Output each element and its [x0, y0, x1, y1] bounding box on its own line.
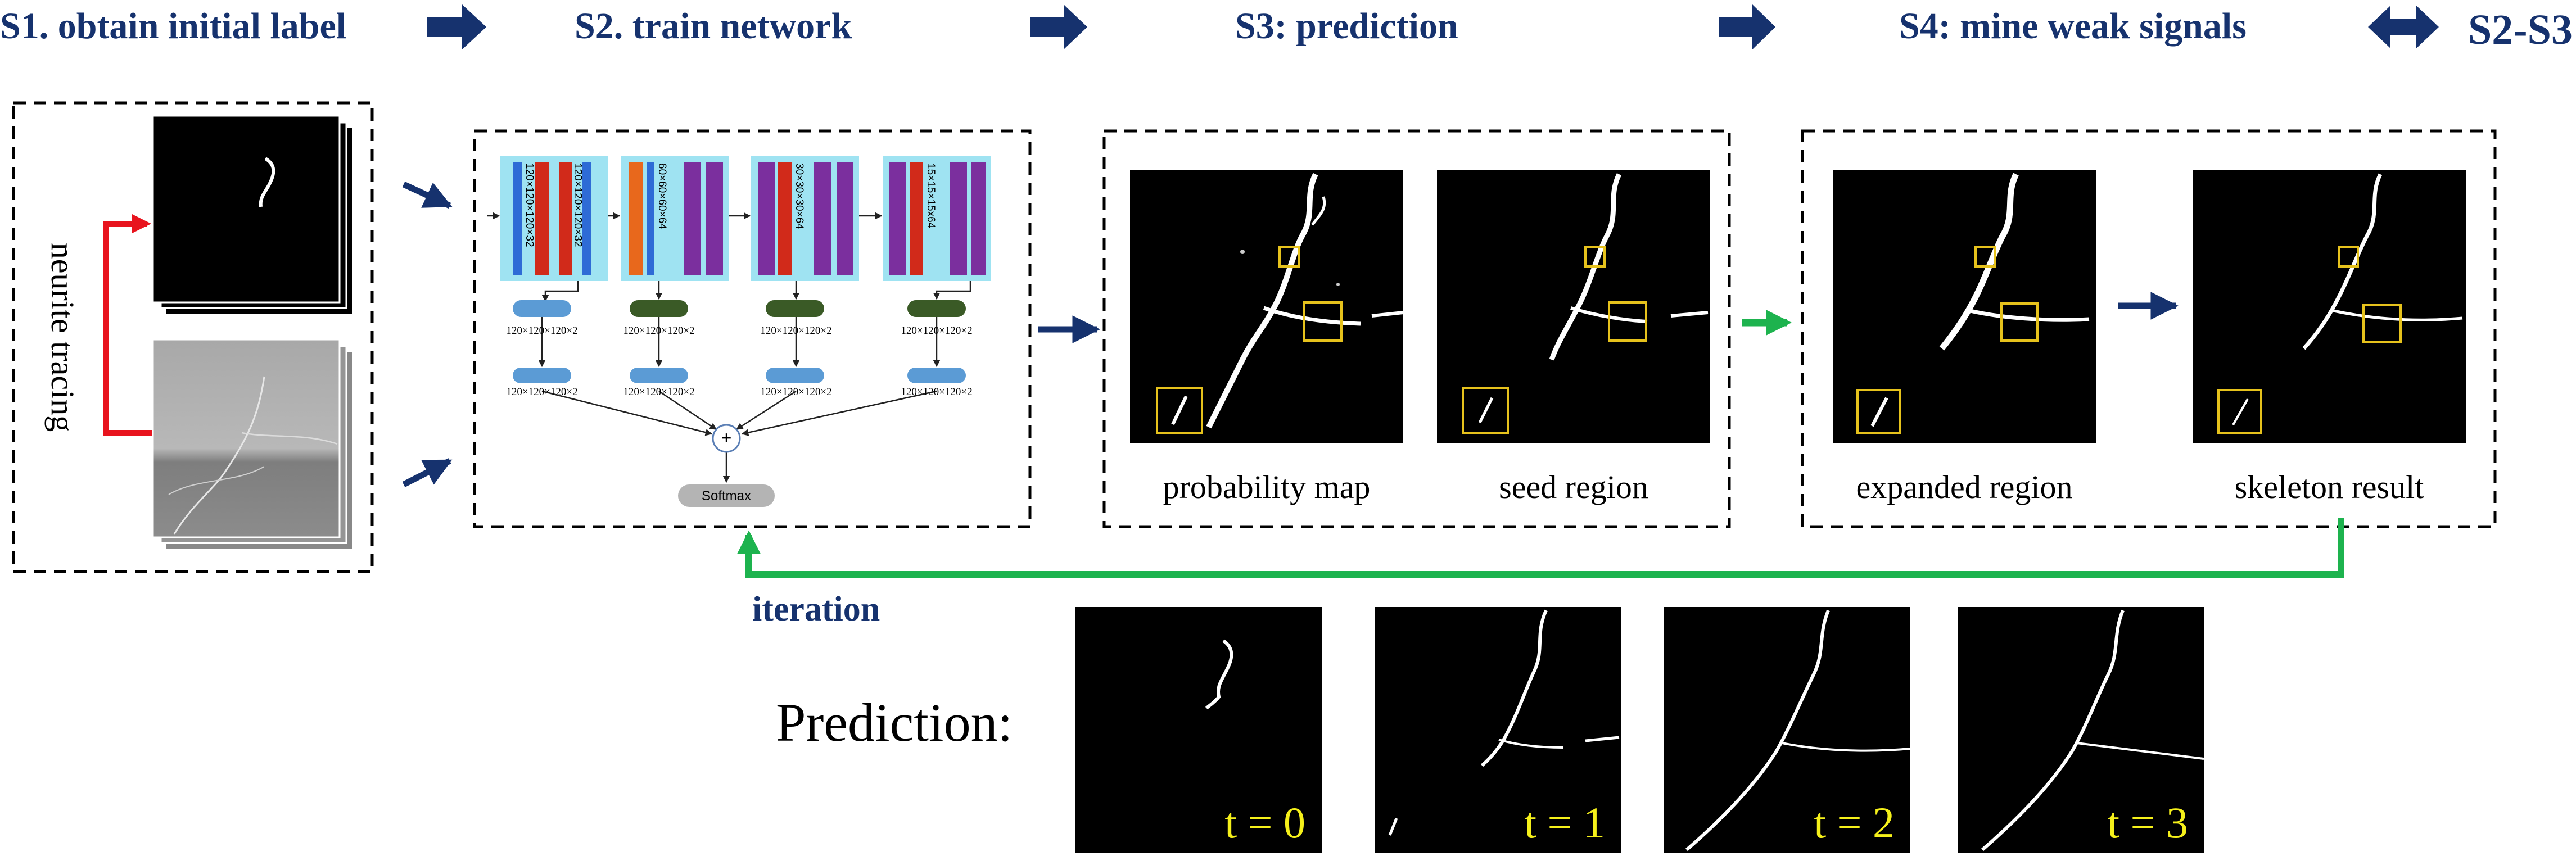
- low-dim-2: 120×120×120×2: [623, 386, 694, 398]
- header-arrow-2: [1030, 4, 1087, 49]
- low-capsules: [513, 368, 966, 383]
- prediction-frame-t2: t = 2: [1664, 607, 1911, 853]
- step-header: S1. obtain initial label S2. train netwo…: [0, 6, 2573, 53]
- prediction-frame-t0: t = 0: [1075, 607, 1322, 853]
- iteration-label: iteration: [752, 590, 880, 628]
- label-image-stack: [152, 115, 352, 314]
- s2-network-panel: 120×120×120×32 120×120×120×32 60×60×60×6…: [473, 129, 1032, 528]
- block-1-dim-b: 120×120×120×32: [572, 163, 584, 247]
- step-s3-title: S3: prediction: [1235, 6, 1458, 47]
- block-connections: [487, 212, 971, 483]
- frame-t0-label: t = 0: [1224, 798, 1305, 847]
- header-arrows: [427, 4, 2439, 49]
- neurite-tracing-arrow: [103, 214, 153, 436]
- mid-dim-3: 120×120×120×2: [760, 325, 831, 337]
- mid-dim-2: 120×120×120×2: [623, 325, 694, 337]
- skeleton-result-image: [2193, 170, 2466, 443]
- softmax-label: Softmax: [702, 488, 751, 504]
- raw-image-stack: [152, 338, 352, 549]
- encoder-block-4: 15×15×15x64: [883, 156, 991, 281]
- block-2-dim: 60×60×60×64: [656, 163, 668, 229]
- header-arrow-3: [1719, 4, 1775, 49]
- prediction-frame-t3: t = 3: [1958, 607, 2204, 853]
- step-s2-title: S2. train network: [575, 6, 852, 47]
- seed-region-image: [1437, 170, 1710, 443]
- iteration-loop-arrow: [737, 518, 2344, 578]
- step-loop-title: S2-S3: [2468, 6, 2573, 53]
- mid-dim-1: 120×120×120×2: [506, 325, 577, 337]
- arrow-raw-to-net: [402, 458, 453, 487]
- encoder-block-1: 120×120×120×32 120×120×120×32: [500, 156, 608, 281]
- s1-panel: neurite tracing: [12, 101, 374, 573]
- encoder-block-2: 60×60×60×64: [621, 156, 729, 281]
- header-arrow-1: [427, 4, 486, 49]
- prediction-label: Prediction:: [776, 692, 1013, 753]
- skeleton-result-label: skeleton result: [2235, 469, 2424, 505]
- probability-map-image: [1130, 170, 1404, 443]
- step-s4-title: S4: mine weak signals: [1899, 6, 2247, 47]
- softmax-node: [678, 484, 775, 507]
- double-arrow-icon: [2368, 6, 2439, 48]
- frame-t1-label: t = 1: [1524, 798, 1605, 847]
- s4-panel: expanded region skeleton result: [1801, 129, 2497, 528]
- s3-panel: probability map seed region: [1102, 129, 1731, 528]
- step-s1-title: S1. obtain initial label: [0, 6, 346, 47]
- mid-capsules: [513, 300, 966, 317]
- seed-region-label: seed region: [1499, 469, 1648, 505]
- low-dim-3: 120×120×120×2: [760, 386, 831, 398]
- low-dim-1: 120×120×120×2: [506, 386, 577, 398]
- mid-dims: 120×120×120×2 120×120×120×2 120×120×120×…: [506, 325, 972, 337]
- low-dim-4: 120×120×120×2: [901, 386, 972, 398]
- neurite-tracing-label: neurite tracing: [44, 243, 81, 432]
- low-dims: 120×120×120×2 120×120×120×2 120×120×120×…: [506, 386, 972, 398]
- block-3-dim: 30×30×30×64: [793, 163, 805, 229]
- encoder-block-3: 30×30×30×64: [751, 156, 859, 281]
- sum-node-symbol: +: [721, 428, 732, 448]
- frame-t3-label: t = 3: [2107, 798, 2188, 847]
- block-4-dim: 15×15×15x64: [925, 163, 937, 229]
- mid-dim-4: 120×120×120×2: [901, 325, 972, 337]
- block-1-dim-a: 120×120×120×32: [523, 163, 535, 247]
- probability-map-label: probability map: [1163, 469, 1371, 505]
- arrow-label-to-net: [402, 182, 453, 209]
- sum-node: [712, 424, 741, 453]
- expanded-region-label: expanded region: [1856, 469, 2073, 505]
- prediction-frame-t1: t = 1: [1375, 607, 1621, 853]
- expanded-region-image: [1833, 170, 2096, 443]
- frame-t2-label: t = 2: [1814, 798, 1895, 847]
- prediction-row: Prediction: t = 0 t = 1 t = 2 t = 3: [776, 607, 2204, 853]
